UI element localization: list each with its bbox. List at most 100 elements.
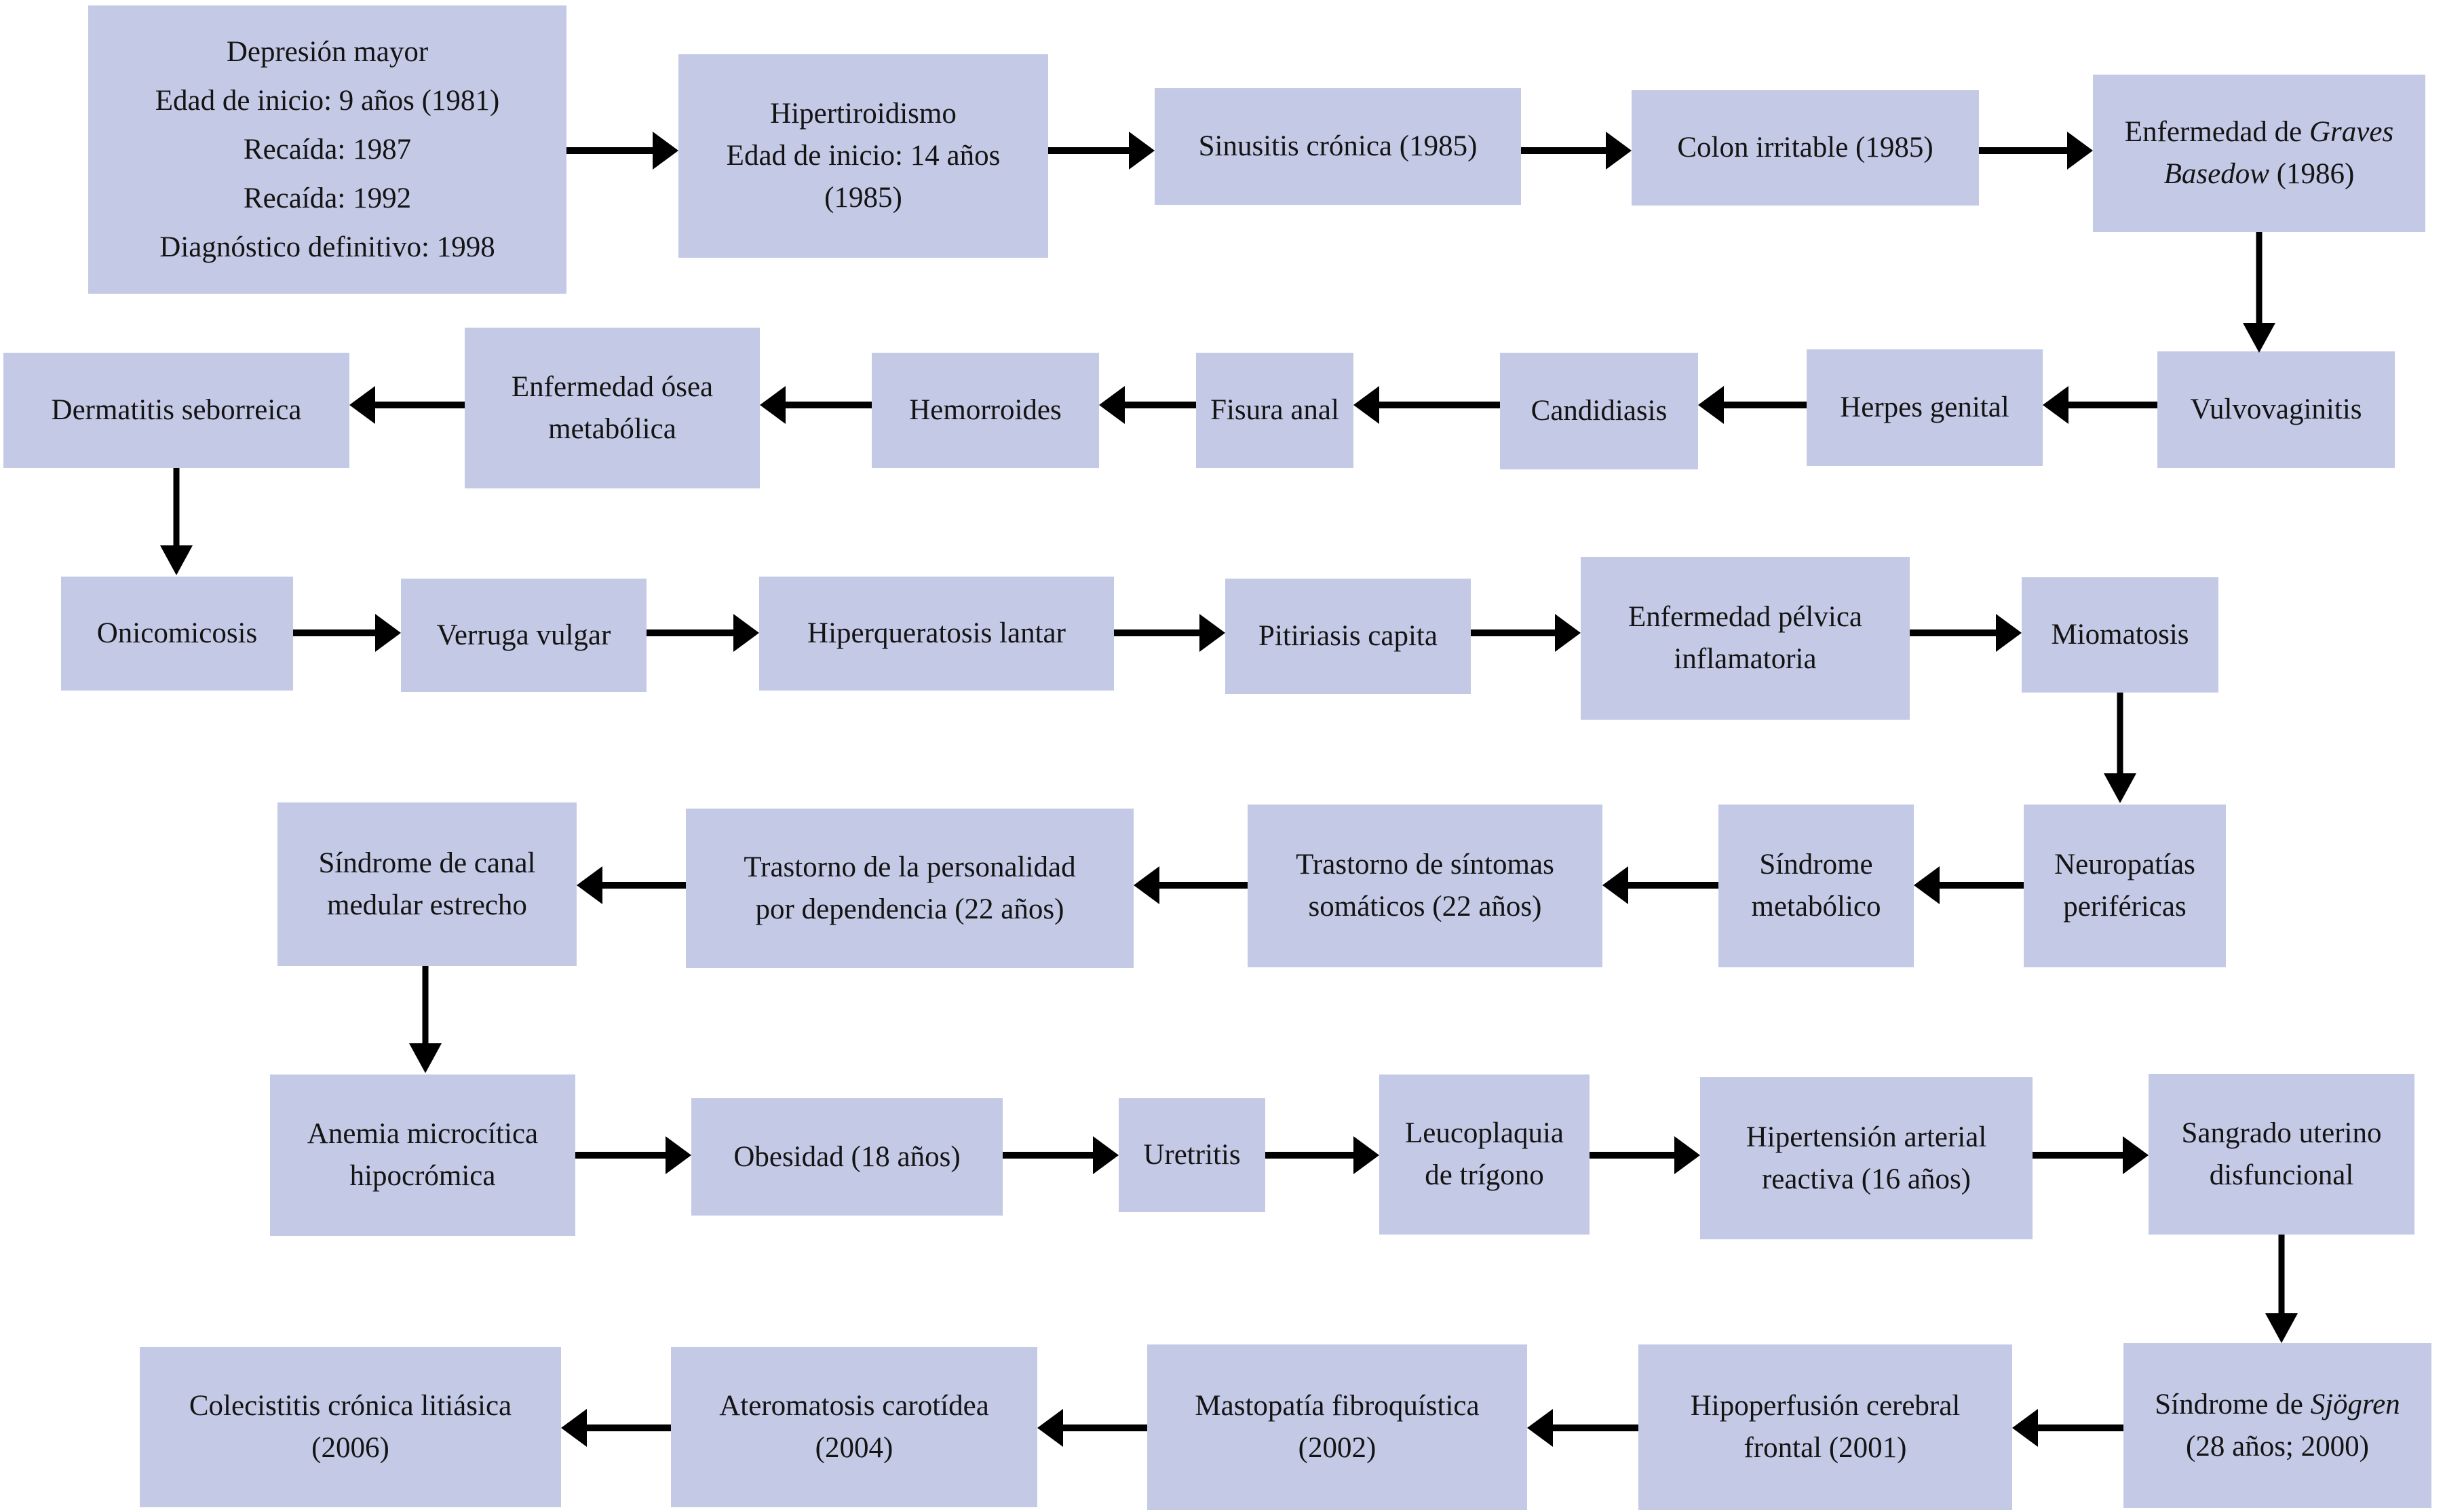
node-mastopatia-fibroquistica: Mastopatía fibroquística (2002) bbox=[1147, 1344, 1527, 1510]
node-text-line: Neuropatías bbox=[2054, 849, 2195, 880]
arrow-head-icon bbox=[1996, 614, 2022, 652]
arrow-head-icon bbox=[1129, 132, 1155, 170]
node-hipertension-arterial: Hipertensión arterial reactiva (16 años) bbox=[1700, 1077, 2033, 1239]
node-colon-irritable: Colon irritable (1985) bbox=[1632, 90, 1979, 206]
arrow-head-icon bbox=[1914, 866, 1940, 904]
node-text-line: Edad de inicio: 14 años bbox=[726, 140, 1001, 172]
arrow-vulvovaginitis-to-herpes bbox=[2043, 386, 2157, 424]
arrow-hipertension-to-sangrado bbox=[2033, 1136, 2149, 1174]
node-text-line: Hipertensión arterial bbox=[1746, 1121, 1987, 1153]
node-text-line: somáticos (22 años) bbox=[1308, 891, 1542, 923]
arrow-head-icon bbox=[1134, 866, 1159, 904]
node-text-line: (2002) bbox=[1298, 1432, 1377, 1464]
node-leucoplaquia-trigono: Leucoplaquia de trígono bbox=[1379, 1074, 1590, 1235]
arrow-uretritis-to-leucoplaquia bbox=[1265, 1136, 1379, 1174]
node-sindrome-sjogren: Síndrome de Sjögren (28 años; 2000) bbox=[2123, 1343, 2431, 1508]
arrow-neuropatias-to-metabolico bbox=[1914, 866, 2024, 904]
node-text-line: medular estrecho bbox=[327, 889, 527, 921]
node-text-line: frontal (2001) bbox=[1744, 1432, 1907, 1464]
node-text-line: Miomatosis bbox=[2051, 619, 2189, 651]
arrow-head-icon bbox=[1674, 1136, 1700, 1174]
node-uretritis: Uretritis bbox=[1119, 1098, 1265, 1212]
node-text-line: disfuncional bbox=[2209, 1159, 2354, 1191]
node-text-line: Enfermedad ósea bbox=[511, 370, 714, 403]
node-anemia-microcitica: Anemia microcítica hipocrómica bbox=[270, 1074, 575, 1236]
arrow-head-icon bbox=[1698, 386, 1724, 424]
arrow-head-icon bbox=[1527, 1409, 1553, 1447]
arrow-head-icon bbox=[2067, 132, 2093, 170]
arrow-head-icon bbox=[2012, 1409, 2038, 1447]
node-text-line: Candidiasis bbox=[1531, 395, 1668, 427]
arrow-head-icon bbox=[733, 614, 759, 652]
arrow-head-icon bbox=[160, 545, 193, 575]
arrow-onicomicosis-to-verruga bbox=[293, 614, 401, 652]
node-dermatitis-seborreica: Dermatitis seborreica bbox=[3, 353, 349, 468]
arrow-herpes-to-candidiasis bbox=[1698, 386, 1807, 424]
node-text-line: Sangrado uterino bbox=[2181, 1117, 2382, 1149]
node-miomatosis: Miomatosis bbox=[2022, 577, 2218, 693]
node-text-line: Herpes genital bbox=[1840, 391, 2009, 423]
node-text-line: Vulvovaginitis bbox=[2190, 393, 2362, 425]
node-sinusitis-cronica: Sinusitis crónica (1985) bbox=[1155, 88, 1521, 205]
node-ateromatosis-carotidea: Ateromatosis carotídea (2004) bbox=[671, 1347, 1037, 1507]
node-text-line: Hemorroides bbox=[909, 394, 1062, 426]
node-text-line: Sinusitis crónica (1985) bbox=[1198, 130, 1478, 162]
arrow-head-icon bbox=[1602, 866, 1628, 904]
node-text-line: reactiva (16 años) bbox=[1761, 1163, 1971, 1195]
arrow-head-icon bbox=[375, 614, 401, 652]
arrow-miomatosis-to-neuropatias bbox=[2104, 693, 2136, 803]
arrow-sjogren-to-hipoperfusion bbox=[2012, 1409, 2123, 1447]
arrow-head-icon bbox=[2265, 1313, 2298, 1343]
arrow-head-icon bbox=[2123, 1136, 2149, 1174]
node-text-line: Recaída: 1992 bbox=[243, 182, 412, 214]
node-enfermedad-pelvica-inflamatoria: Enfermedad pélvica inflamatoria bbox=[1581, 557, 1910, 720]
arrow-hipoperfusion-to-mastopatia bbox=[1527, 1409, 1638, 1447]
arrow-head-icon bbox=[577, 866, 602, 904]
node-herpes-genital: Herpes genital bbox=[1807, 349, 2043, 466]
arrow-head-icon bbox=[1606, 132, 1632, 170]
node-text-line: inflamatoria bbox=[1674, 643, 1817, 675]
arrow-sangrado-to-sjogren bbox=[2265, 1235, 2298, 1343]
arrow-head-icon bbox=[760, 386, 786, 424]
node-text-line: Síndrome bbox=[1759, 849, 1873, 880]
arrow-head-icon bbox=[2243, 323, 2275, 353]
node-text-line: Leucoplaquia bbox=[1404, 1117, 1564, 1149]
arrow-head-icon bbox=[1099, 386, 1125, 424]
node-text-line: (2006) bbox=[311, 1432, 389, 1464]
arrow-head-icon bbox=[561, 1409, 587, 1447]
arrow-head-icon bbox=[1353, 386, 1379, 424]
node-text-line: Fisura anal bbox=[1210, 394, 1339, 426]
node-text-line: Uretritis bbox=[1143, 1139, 1241, 1171]
node-text-line: (2004) bbox=[815, 1432, 893, 1464]
node-text-line: (28 años; 2000) bbox=[2186, 1430, 2369, 1462]
node-text-line: Pitiriasis capita bbox=[1258, 620, 1438, 652]
node-neuropatias-perifericas: Neuropatías periféricas bbox=[2024, 805, 2226, 967]
node-fisura-anal: Fisura anal bbox=[1196, 353, 1353, 468]
node-trastorno-personalidad-dependencia: Trastorno de la personalidad por depende… bbox=[686, 809, 1134, 968]
node-text-line: Basedow (1986) bbox=[2163, 158, 2355, 190]
node-text-line: Ateromatosis carotídea bbox=[719, 1390, 989, 1422]
node-depresion-mayor: Depresión mayor Edad de inicio: 9 años (… bbox=[88, 5, 566, 294]
node-text-line: Colon irritable (1985) bbox=[1677, 132, 1933, 163]
node-text-line: Síndrome de Sjögren bbox=[2155, 1388, 2400, 1420]
arrow-depresion-to-hipertiroidismo bbox=[566, 132, 678, 170]
node-enfermedad-osea-metabolica: Enfermedad ósea metabólica bbox=[465, 328, 760, 488]
arrow-pelvica-to-miomatosis bbox=[1910, 614, 2022, 652]
node-hiperqueratosis-lantar: Hiperqueratosis lantar bbox=[759, 577, 1114, 691]
node-sindrome-metabolico: Síndrome metabólico bbox=[1718, 805, 1914, 967]
node-text-line: Mastopatía fibroquística bbox=[1195, 1390, 1480, 1422]
arrow-hemorroides-to-osea bbox=[760, 386, 872, 424]
arrow-head-icon bbox=[2104, 773, 2136, 803]
arrow-head-icon bbox=[1555, 614, 1581, 652]
node-text-line: Edad de inicio: 9 años (1981) bbox=[155, 84, 500, 117]
arrow-head-icon bbox=[1093, 1136, 1119, 1174]
node-candidiasis: Candidiasis bbox=[1500, 353, 1698, 469]
node-text-line: Anemia microcítica bbox=[307, 1118, 539, 1150]
node-text-line: Onicomicosis bbox=[96, 617, 258, 649]
arrow-head-icon bbox=[2043, 386, 2068, 424]
node-text-line: Obesidad (18 años) bbox=[733, 1140, 961, 1173]
node-text-line: de trígono bbox=[1425, 1159, 1544, 1191]
node-colecistitis-cronica: Colecistitis crónica litiásica (2006) bbox=[140, 1347, 561, 1507]
node-text-line: (1985) bbox=[824, 182, 902, 214]
